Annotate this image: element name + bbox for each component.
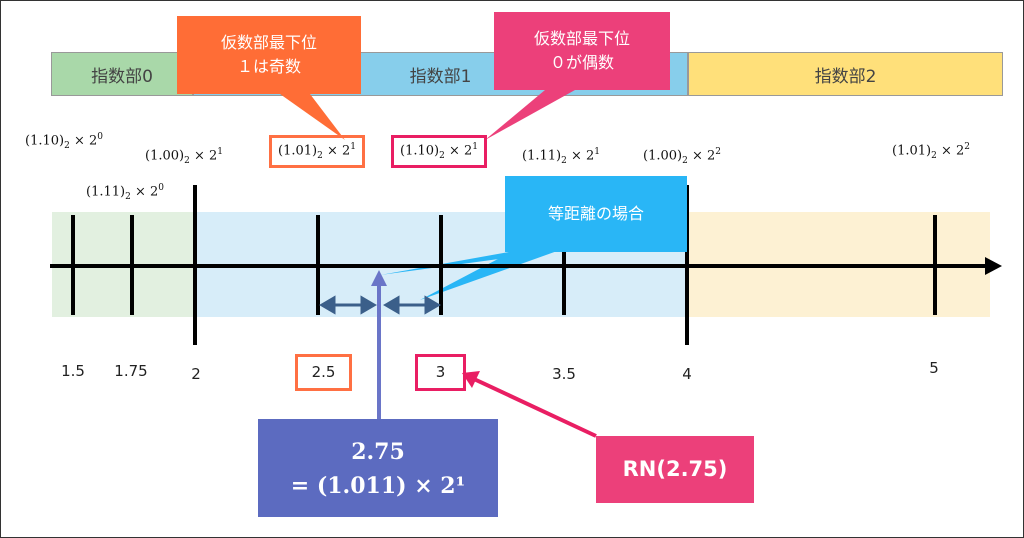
callout-odd-line1: 仮数部最下位 <box>220 33 317 52</box>
callout-odd: 仮数部最下位 １は奇数 <box>177 16 361 94</box>
value-box-value: 2.75 <box>351 439 405 465</box>
rn-result-box: RN(2.75) <box>596 436 754 503</box>
tick-label: 2 <box>191 365 201 383</box>
callout-equidistant-tail-2 <box>420 250 560 300</box>
tick-label: 1.75 <box>114 362 148 380</box>
value-box: 2.75 = (1.011) × 2¹ <box>258 419 498 517</box>
tick-label-highlight-even: 3 <box>415 354 466 391</box>
callout-odd-line2: １は奇数 <box>236 57 301 76</box>
band-label: 指数部1 <box>409 66 472 87</box>
callout-even-line2: ０が偶数 <box>549 53 614 72</box>
callout-even-line1: 仮数部最下位 <box>533 29 630 48</box>
rn-pointer <box>473 377 597 438</box>
rn-pointer-head <box>462 371 480 388</box>
format-label-even-highlight: (1.10)2 × 21 <box>391 135 487 168</box>
tick-label: 1.5 <box>61 362 85 380</box>
distance-arrow-left <box>319 295 377 315</box>
format-label: (1.11)2 × 21 <box>522 147 600 166</box>
callout-even: 仮数部最下位 ０が偶数 <box>494 12 670 90</box>
callout-even-tail <box>485 90 575 140</box>
distance-arrow-right <box>383 295 441 315</box>
format-label: (1.00)2 × 22 <box>643 147 721 166</box>
band-label: 指数部2 <box>814 66 877 87</box>
axis-arrowhead <box>985 257 1002 275</box>
callout-equidistant-text: 等距離の場合 <box>547 204 644 223</box>
format-label-odd-highlight: (1.01)2 × 21 <box>269 135 365 168</box>
callout-equidistant: 等距離の場合 <box>505 176 687 252</box>
value-box-binary: = (1.011) × 2¹ <box>290 473 466 499</box>
band-exponent-2: 指数部2 <box>688 52 1003 96</box>
band-label: 指数部0 <box>91 66 153 87</box>
format-label: (1.11)2 × 20 <box>86 183 164 202</box>
rn-result-text: RN(2.75) <box>622 457 728 481</box>
tick-label: 4 <box>682 365 692 383</box>
value-pointer-head <box>371 270 387 286</box>
tick-label: 5 <box>929 359 939 377</box>
format-label: (1.00)2 × 21 <box>145 147 223 166</box>
format-label: (1.10)2 × 20 <box>25 132 103 151</box>
tick-label-highlight-odd: 2.5 <box>295 354 352 391</box>
callout-odd-tail <box>280 94 345 140</box>
tick-label: 3.5 <box>552 365 576 383</box>
format-label: (1.01)2 × 22 <box>892 142 970 161</box>
